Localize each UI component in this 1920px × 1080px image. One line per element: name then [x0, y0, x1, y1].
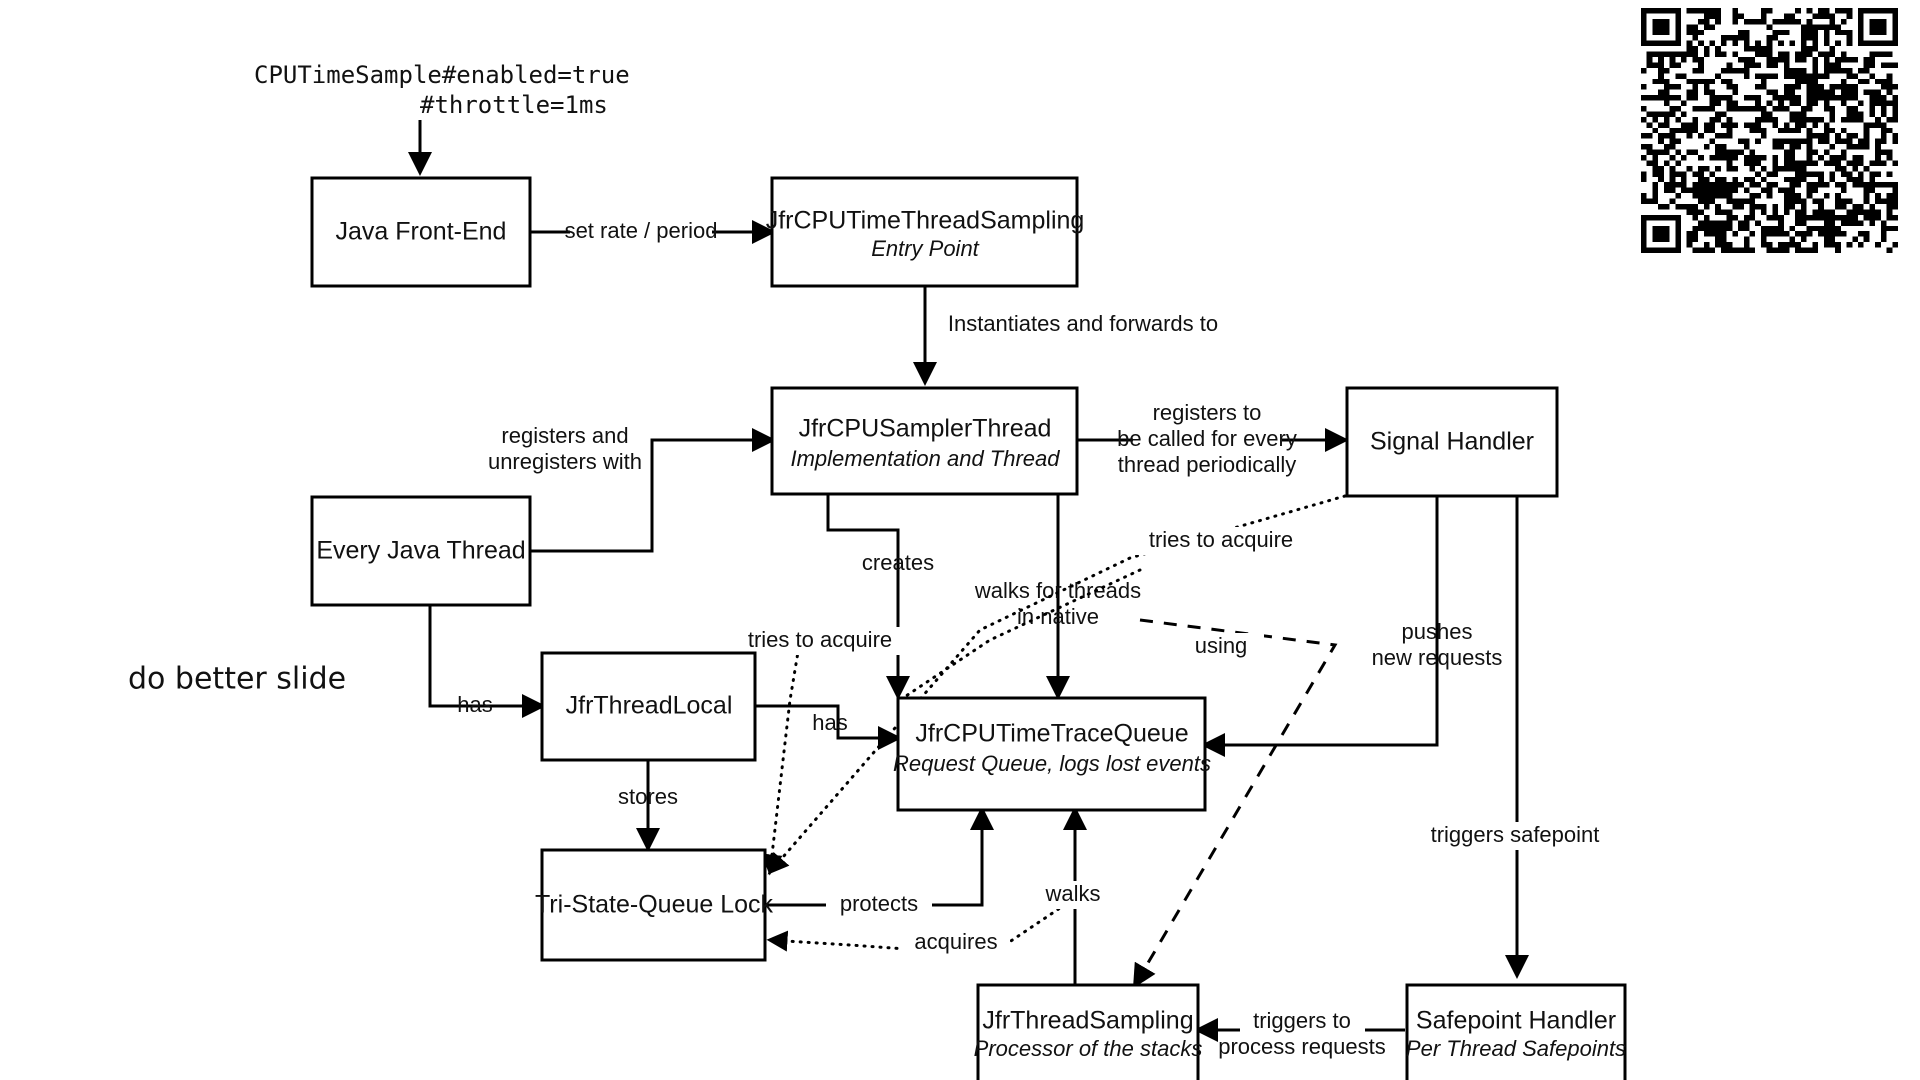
node-title: JfrThreadSampling — [982, 1007, 1193, 1035]
node-box — [310, 495, 532, 607]
edge-label-tries-to-acquire-signal: tries to acquire — [1149, 527, 1293, 552]
node-subtitle: Implementation and Thread — [790, 446, 1060, 471]
node-jfr-cputime-trace-queue[interactable]: JfrCPUTimeTraceQueue Request Queue, logs… — [893, 696, 1211, 812]
edge-label-tries-to-acquire-sampler: tries to acquire — [748, 627, 892, 652]
node-jfr-cpu-sampler-thread[interactable]: JfrCPUSamplerThread Implementation and T… — [770, 386, 1079, 496]
node-subtitle: Per Thread Safepoints — [1406, 1036, 1626, 1061]
slide-note: do better slide — [128, 662, 346, 697]
node-box — [896, 696, 1207, 812]
edge-label-stores: stores — [618, 784, 678, 809]
edge-label-triggers-safepoint: triggers safepoint — [1431, 822, 1600, 847]
config-label-line1: CPUTimeSample#enabled=true — [254, 61, 630, 89]
edge-label-protects: protects — [840, 891, 918, 916]
node-safepoint-handler[interactable]: Safepoint Handler Per Thread Safepoints — [1405, 983, 1627, 1080]
node-box — [1345, 386, 1559, 498]
label-backdrop — [1408, 822, 1620, 850]
edge-label-be-called-for-every: be called for every — [1117, 426, 1297, 451]
edge-label-new-requests: new requests — [1372, 645, 1503, 670]
node-box — [770, 176, 1079, 288]
edge-pushes-new-requests — [1201, 496, 1439, 757]
label-backdrop — [1135, 527, 1307, 555]
node-subtitle: Entry Point — [871, 236, 979, 261]
node-box — [540, 651, 757, 762]
edge-label-using: using — [1195, 633, 1248, 658]
edge-registers-unregisters — [530, 428, 776, 553]
node-tri-state-queue-lock[interactable]: Tri-State-Queue Lock — [535, 848, 774, 962]
edge-using — [1132, 618, 1338, 989]
label-backdrop — [750, 627, 930, 655]
node-title: JfrCPUTimeThreadSampling — [766, 207, 1085, 235]
node-title: JfrThreadLocal — [566, 692, 733, 720]
edge-creates — [826, 493, 910, 700]
node-box — [770, 386, 1079, 496]
node-title: Java Front-End — [336, 218, 507, 246]
label-backdrop — [1022, 881, 1102, 909]
qr-code[interactable] — [1641, 8, 1898, 253]
node-box — [976, 983, 1200, 1080]
node-every-java-thread[interactable]: Every Java Thread — [310, 495, 532, 607]
label-backdrop — [902, 929, 1010, 957]
node-title: Signal Handler — [1370, 428, 1534, 456]
node-title: Tri-State-Queue Lock — [535, 891, 774, 919]
label-backdrop — [1178, 633, 1264, 661]
node-box — [1405, 983, 1627, 1080]
edge-label-registers-to: registers to — [1153, 400, 1262, 425]
node-title: Every Java Thread — [316, 537, 525, 565]
edge-has-queue — [755, 704, 902, 750]
node-box — [540, 848, 767, 962]
edge-has-thread-local — [428, 605, 546, 718]
node-subtitle: Request Queue, logs lost events — [893, 751, 1211, 776]
edge-label-acquires: acquires — [914, 929, 997, 954]
node-signal-handler[interactable]: Signal Handler — [1345, 386, 1559, 498]
edge-label-walks-for-threads: walks for threads — [974, 578, 1141, 603]
node-java-front-end[interactable]: Java Front-End — [310, 176, 532, 288]
node-box — [310, 176, 532, 288]
edge-label-triggers-to: triggers to — [1253, 1008, 1351, 1033]
edge-label-creates: creates — [862, 550, 934, 575]
node-title: JfrCPUTimeTraceQueue — [915, 720, 1188, 748]
edge-label-unregisters-with: unregisters with — [488, 449, 642, 474]
edge-label-has-thread-local: has — [457, 692, 492, 717]
node-jfr-thread-local[interactable]: JfrThreadLocal — [540, 651, 757, 762]
node-jfr-thread-sampling[interactable]: JfrThreadSampling Processor of the stack… — [974, 983, 1203, 1080]
edge-label-instantiates-forwards: Instantiates and forwards to — [948, 311, 1218, 336]
node-title: JfrCPUSamplerThread — [799, 415, 1052, 443]
node-subtitle: Processor of the stacks — [974, 1036, 1203, 1061]
edge-label-pushes: pushes — [1402, 619, 1473, 644]
edge-label-thread-periodically: thread periodically — [1118, 452, 1297, 477]
edge-label-registers-and: registers and — [501, 423, 628, 448]
node-jfr-cputime-thread-sampling[interactable]: JfrCPUTimeThreadSampling Entry Point — [766, 176, 1085, 288]
node-title: Safepoint Handler — [1416, 1007, 1616, 1035]
edge-tries-to-acquire-sampler — [761, 638, 802, 876]
edge-label-walks: walks — [1044, 881, 1100, 906]
edge-label-set-rate-period: set rate / period — [565, 218, 718, 243]
label-backdrop — [826, 891, 932, 919]
edge-dotted-cross — [898, 568, 1142, 702]
config-label-line2: #throttle=1ms — [420, 91, 608, 119]
edge-label-process-requests: process requests — [1218, 1034, 1386, 1059]
edge-label-has-queue: has — [812, 710, 847, 735]
